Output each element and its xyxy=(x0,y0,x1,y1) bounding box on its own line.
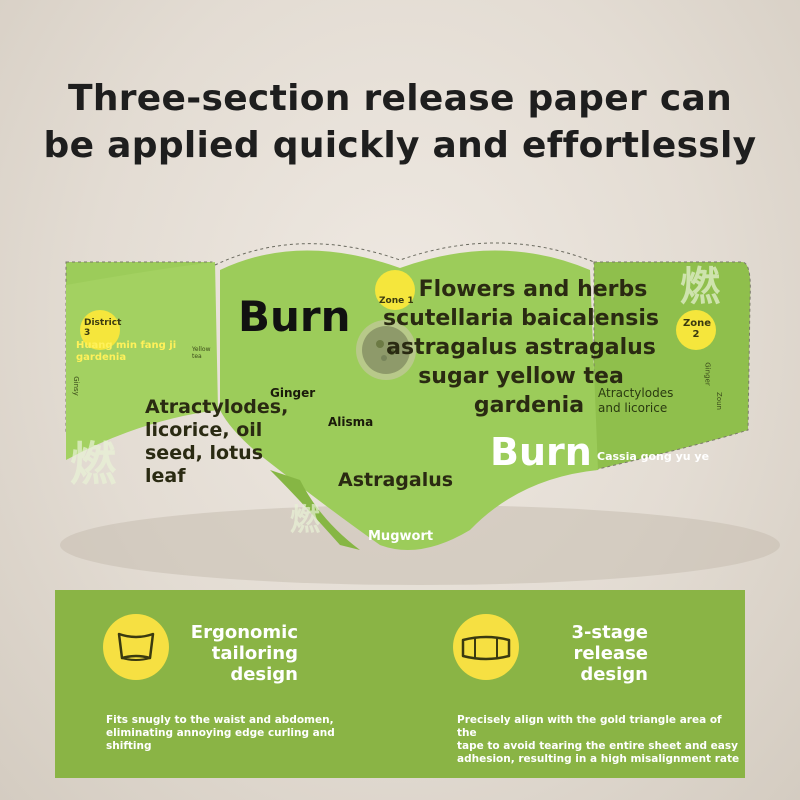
district-3-label: District 3 xyxy=(84,318,122,338)
zone-2-badge: Zone 2 xyxy=(676,310,716,350)
feature-1-description: Fits snugly to the waist and abdomen, el… xyxy=(106,714,335,752)
yellow-tea-small-label: Yellow tea xyxy=(192,346,211,360)
ginsy-small-label: Ginsy xyxy=(71,376,80,396)
district-3-badge: District 3 xyxy=(80,310,122,350)
ginger-label: Ginger xyxy=(270,386,316,400)
atractylodes-label: Atractylodes, licorice, oil seed, lotus … xyxy=(145,396,289,487)
feature-panel xyxy=(55,590,745,778)
headline: Three-section release paper can be appli… xyxy=(0,75,800,169)
svg-text:燃: 燃 xyxy=(70,437,117,491)
astragalus-label: Astragalus xyxy=(338,469,454,491)
zone-1-badge: Zone 1 xyxy=(375,270,415,310)
zone-2-label: Zone 2 xyxy=(683,318,712,340)
feature-2-description: Precisely align with the gold triangle a… xyxy=(457,714,740,765)
alisma-label: Alisma xyxy=(328,415,374,429)
feature-2-title: 3-stage release design xyxy=(571,622,648,685)
flowers-herbs-label: Flowers and herbs scutellaria baicalensi… xyxy=(383,277,659,418)
headline-line-1: Three-section release paper can xyxy=(67,78,733,119)
cassia-label: Cassia gong yu ye xyxy=(597,450,710,463)
feature-1-title: Ergonomic tailoring design xyxy=(190,622,298,685)
burn-label-bottom: Burn xyxy=(490,430,592,474)
svg-text:燃: 燃 xyxy=(680,263,721,310)
zone-1-label: Zone 1 xyxy=(379,296,414,306)
svg-text:燃: 燃 xyxy=(290,503,321,538)
right-herb-label: Atractylodes and licorice xyxy=(598,386,674,415)
patch-release-icon xyxy=(453,614,519,680)
ginger-small-label: Ginger xyxy=(703,362,712,386)
mugwort-label: Mugwort xyxy=(368,529,434,544)
waist-icon xyxy=(103,614,169,680)
headline-line-2: be applied quickly and effortlessly xyxy=(43,125,757,166)
left-herb-label: Huang min fang ji gardenia xyxy=(76,340,177,363)
zoun-small-label: Zoun xyxy=(714,392,723,410)
burn-label-top: Burn xyxy=(238,292,351,341)
